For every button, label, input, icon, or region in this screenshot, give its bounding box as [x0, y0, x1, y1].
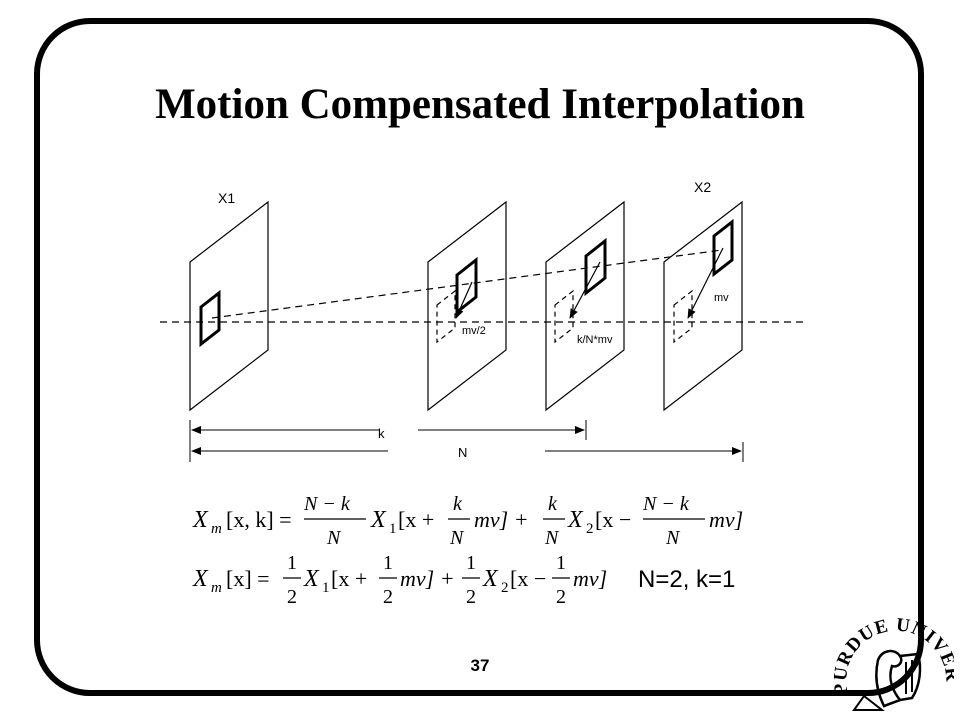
eq1-term1-args: [x +	[398, 507, 434, 532]
label-x2: X2	[694, 179, 711, 195]
eq2-term2-args: [x −	[510, 566, 546, 591]
eq2-frac3-num: 1	[466, 552, 476, 574]
eq1-frac1-den: N	[326, 527, 342, 549]
frame-plane-x2	[663, 200, 743, 412]
ref-block-interp1	[436, 289, 456, 344]
eq2-frac2-den: 2	[383, 586, 393, 608]
eq1-term2-sub: 2	[586, 521, 594, 537]
frame-plane-x1	[189, 200, 269, 412]
slide-frame	[34, 18, 924, 696]
vector-k-n-mv	[569, 261, 601, 319]
eq1-frac3-den: N	[544, 527, 560, 549]
eq1-lhs: X	[192, 507, 209, 533]
vector-mv	[687, 247, 724, 319]
eq1-frac2-den: N	[449, 527, 465, 549]
label-mv: mv	[714, 292, 729, 304]
condition-label: N=2, k=1	[638, 566, 736, 593]
eq2-lhs-sub: m	[211, 580, 222, 596]
label-mv-half: mv/2	[462, 325, 486, 337]
eq2-term1: X	[303, 566, 320, 592]
block-interp2	[584, 237, 607, 297]
eq1-lhs-args: [x, k] =	[226, 507, 292, 532]
eq2-lhs-args: [x] =	[226, 566, 270, 591]
ref-block-interp2	[554, 289, 574, 344]
frame-plane-interp1	[427, 200, 507, 412]
equation-general: X m [x, k] = N − k N X 1 [x + k N mv] + …	[192, 493, 743, 549]
eq2-term1-sub: 1	[322, 580, 330, 596]
eq2-term2: X	[482, 566, 499, 592]
slide-title: Motion Compensated Interpolation	[155, 81, 805, 128]
eq2-frac4-den: 2	[556, 586, 566, 608]
equation-specific: X m [x] = 1 2 X 1 [x + 1 2 mv] + 1 2 X 2…	[192, 552, 607, 608]
eq1-frac4-den: N	[665, 527, 681, 549]
ref-block-x2	[673, 289, 693, 344]
eq1-frac4-num: N − k	[642, 493, 690, 515]
label-x1: X1	[218, 190, 235, 206]
motion-trajectory	[211, 249, 723, 319]
eq2-mv2: mv]	[573, 566, 607, 591]
eq2-frac1-den: 2	[287, 586, 297, 608]
eq1-term2-args: [x −	[595, 507, 631, 532]
eq2-mv1: mv] +	[400, 566, 455, 591]
eq2-frac2-num: 1	[383, 552, 393, 574]
eq1-mv1: mv] +	[474, 507, 529, 532]
eq1-term2: X	[567, 507, 584, 533]
eq1-mv2: mv]	[709, 507, 743, 532]
eq2-frac3-den: 2	[466, 586, 476, 608]
label-k: k	[378, 426, 385, 441]
page-number: 37	[470, 656, 490, 675]
eq1-term1-sub: 1	[389, 521, 397, 537]
eq2-term1-args: [x +	[331, 566, 367, 591]
purdue-university-logo: PURDUE UNIVERSITY	[834, 598, 954, 711]
eq2-frac1-num: 1	[287, 552, 297, 574]
eq1-term1: X	[370, 507, 387, 533]
svg-text:PURDUE UNIVERSITY: PURDUE UNIVERSITY	[834, 598, 954, 696]
eq1-frac2-num: k	[453, 493, 463, 515]
eq2-frac4-num: 1	[556, 552, 566, 574]
eq2-term2-sub: 2	[501, 580, 509, 596]
label-n: N	[458, 445, 467, 460]
block-x1	[199, 289, 221, 348]
frame-plane-interp2	[545, 200, 625, 412]
eq2-lhs: X	[192, 566, 209, 592]
label-k-n-mv: k/N*mv	[577, 334, 613, 346]
eq1-lhs-sub: m	[211, 521, 222, 537]
vector-mv-half	[455, 281, 473, 319]
block-x2	[712, 218, 734, 278]
eq1-frac3-num: k	[548, 493, 558, 515]
eq1-frac1-num: N − k	[303, 493, 351, 515]
block-interp1	[455, 256, 478, 316]
